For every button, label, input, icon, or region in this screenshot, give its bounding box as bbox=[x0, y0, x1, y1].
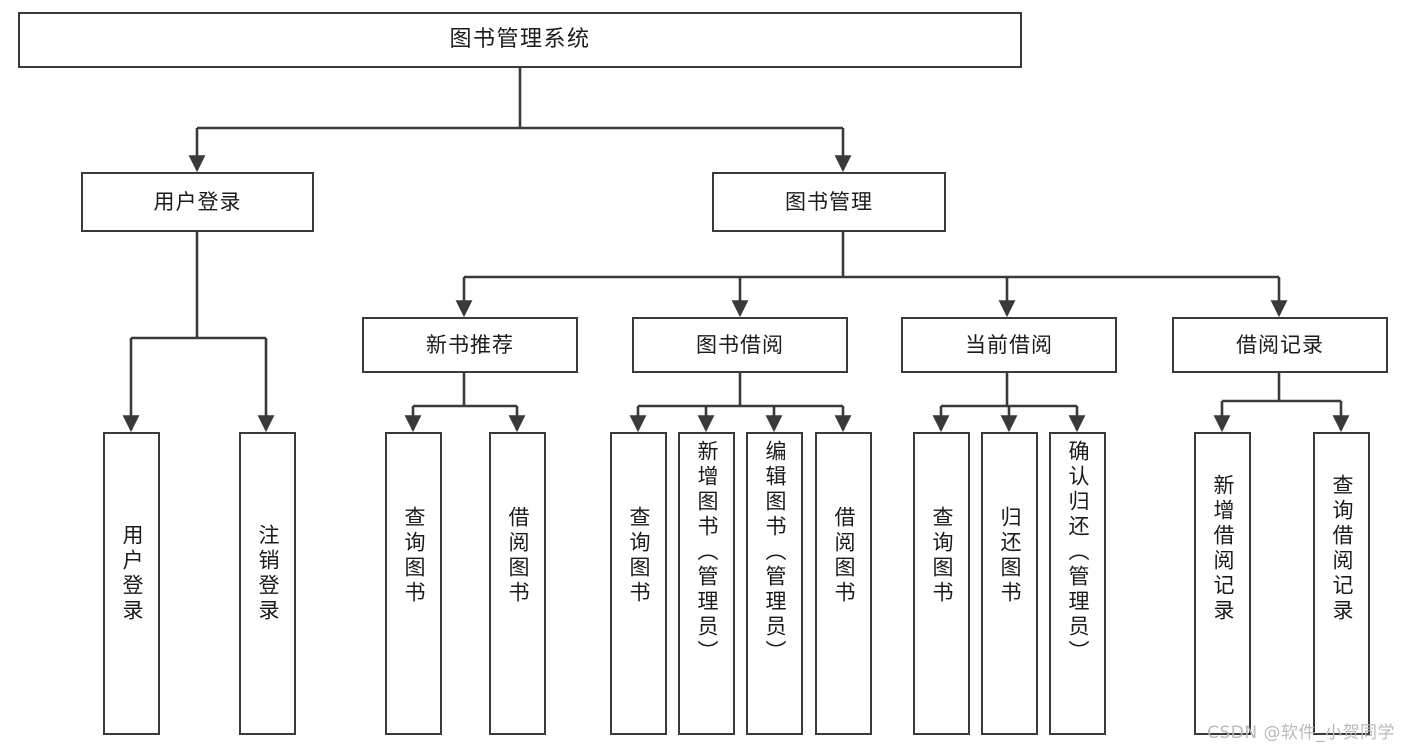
node-leaf-borrow-book-1[interactable]: 借阅图书 bbox=[489, 432, 546, 735]
node-root[interactable]: 图书管理系统 bbox=[18, 12, 1022, 68]
node-leaf-query-book-2[interactable]: 查询图书 bbox=[610, 432, 667, 735]
node-leaf-add-record[interactable]: 新增借阅记录 bbox=[1194, 432, 1251, 735]
node-current-borrow-label: 当前借阅 bbox=[965, 332, 1053, 357]
node-leaf-query-record[interactable]: 查询借阅记录 bbox=[1313, 432, 1370, 735]
node-borrow-record-label: 借阅记录 bbox=[1236, 332, 1324, 357]
node-leaf-edit-book-label: 编辑图书（管理员） bbox=[763, 440, 787, 665]
node-leaf-query-book-1-label: 查询图书 bbox=[402, 506, 426, 606]
node-leaf-borrow-book-2-label: 借阅图书 bbox=[832, 506, 856, 606]
node-book-borrow-label: 图书借阅 bbox=[696, 332, 784, 357]
node-leaf-return-book-label: 归还图书 bbox=[998, 506, 1022, 606]
node-user-login[interactable]: 用户登录 bbox=[81, 172, 314, 232]
node-leaf-logout[interactable]: 注销登录 bbox=[239, 432, 296, 735]
node-leaf-user-login[interactable]: 用户登录 bbox=[103, 432, 160, 735]
node-leaf-query-book-3[interactable]: 查询图书 bbox=[913, 432, 970, 735]
node-leaf-query-record-label: 查询借阅记录 bbox=[1330, 474, 1354, 624]
node-leaf-borrow-book-2[interactable]: 借阅图书 bbox=[815, 432, 872, 735]
node-leaf-add-record-label: 新增借阅记录 bbox=[1211, 474, 1235, 624]
node-current-borrow[interactable]: 当前借阅 bbox=[901, 317, 1117, 373]
node-book-manage-label: 图书管理 bbox=[785, 189, 873, 214]
node-leaf-logout-label: 注销登录 bbox=[256, 524, 280, 624]
node-leaf-edit-book[interactable]: 编辑图书（管理员） bbox=[746, 432, 803, 735]
node-leaf-borrow-book-1-label: 借阅图书 bbox=[506, 506, 530, 606]
node-leaf-query-book-1[interactable]: 查询图书 bbox=[385, 432, 442, 735]
node-leaf-query-book-2-label: 查询图书 bbox=[627, 506, 651, 606]
node-book-borrow[interactable]: 图书借阅 bbox=[632, 317, 848, 373]
node-leaf-add-book-label: 新增图书（管理员） bbox=[695, 440, 719, 665]
node-leaf-confirm-return[interactable]: 确认归还（管理员） bbox=[1049, 432, 1106, 735]
node-book-manage[interactable]: 图书管理 bbox=[712, 172, 946, 232]
node-new-book-rec-label: 新书推荐 bbox=[426, 332, 514, 357]
node-leaf-query-book-3-label: 查询图书 bbox=[930, 506, 954, 606]
node-leaf-confirm-return-label: 确认归还（管理员） bbox=[1066, 440, 1090, 665]
node-leaf-return-book[interactable]: 归还图书 bbox=[981, 432, 1038, 735]
node-root-label: 图书管理系统 bbox=[449, 27, 591, 53]
node-leaf-user-login-label: 用户登录 bbox=[120, 524, 144, 624]
node-borrow-record[interactable]: 借阅记录 bbox=[1172, 317, 1388, 373]
node-leaf-add-book[interactable]: 新增图书（管理员） bbox=[678, 432, 735, 735]
node-new-book-rec[interactable]: 新书推荐 bbox=[362, 317, 578, 373]
node-user-login-label: 用户登录 bbox=[153, 189, 242, 214]
csdn-watermark: CSDN @软件_小贺同学 bbox=[1207, 723, 1395, 743]
